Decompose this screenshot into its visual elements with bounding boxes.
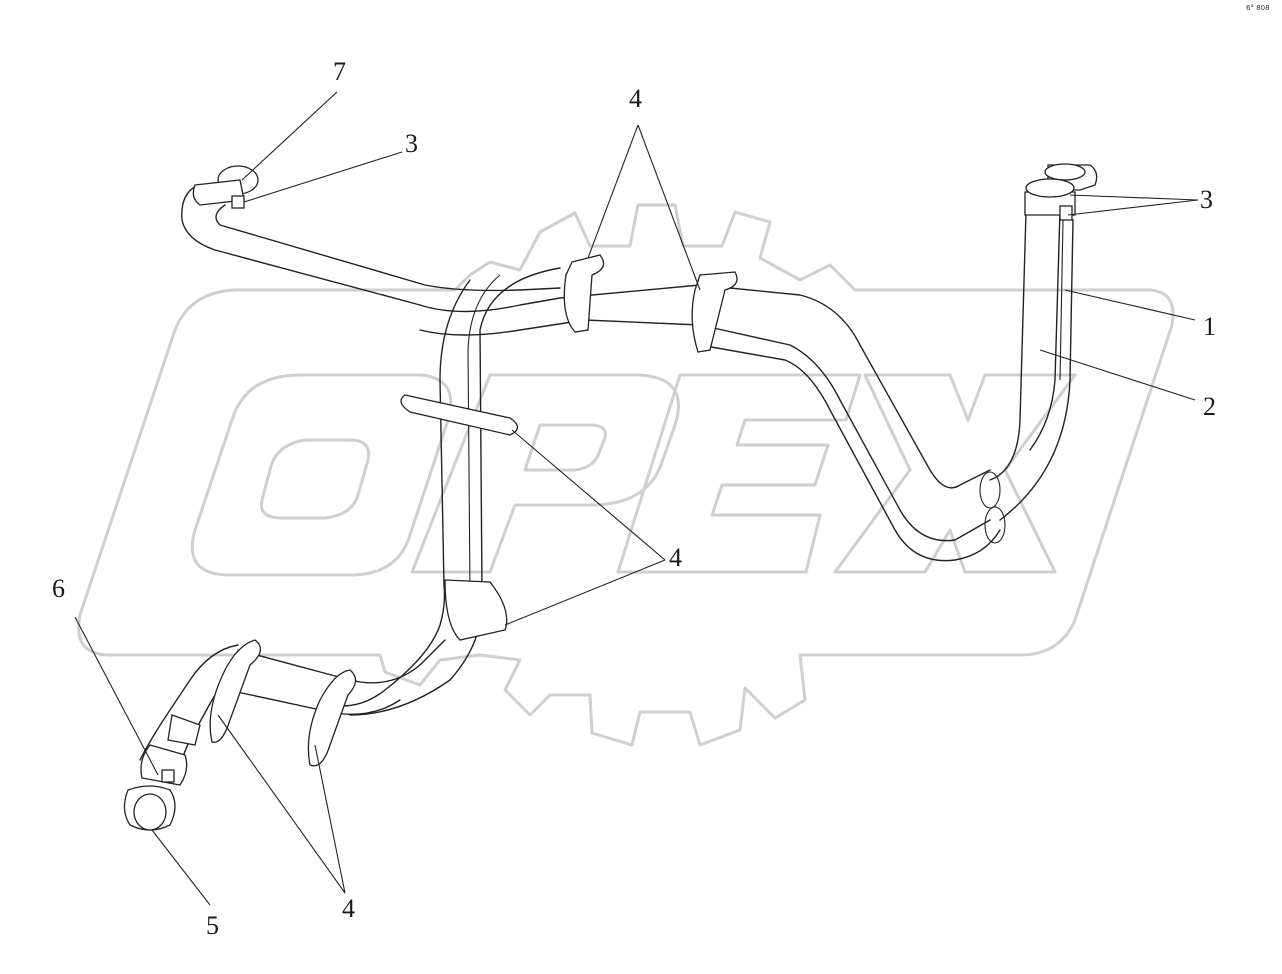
right-fittings bbox=[1024, 163, 1098, 221]
watermark-letter-e bbox=[616, 373, 862, 574]
right-pipe-2 bbox=[999, 219, 1074, 521]
watermark-letter-p bbox=[410, 373, 680, 574]
upper-pipe-bottom-edge bbox=[215, 204, 561, 292]
opex-watermark bbox=[77, 203, 1175, 747]
leader-lines bbox=[74, 91, 1199, 906]
callout-3-left: 3 bbox=[405, 129, 418, 158]
callout-4-middle: 4 bbox=[669, 543, 682, 572]
lower-elbow-outer bbox=[139, 644, 239, 761]
watermark-letter-x bbox=[833, 373, 1077, 574]
right-elbow-2 bbox=[984, 506, 1006, 544]
lower-hose-end bbox=[123, 714, 201, 831]
right-pipe-2-inner bbox=[1059, 219, 1064, 381]
leader-2 bbox=[1039, 349, 1196, 401]
leader-3b-b bbox=[1067, 199, 1199, 216]
callout-4-top: 4 bbox=[629, 84, 642, 113]
upper-pipe-top-edge bbox=[181, 185, 991, 489]
watermark-letter-o bbox=[190, 373, 453, 577]
callout-1: 1 bbox=[1203, 312, 1216, 341]
callout-2: 2 bbox=[1203, 392, 1216, 421]
leader-4bot-a bbox=[217, 714, 346, 894]
leader-4top-b bbox=[637, 124, 701, 291]
right-pipe-1 bbox=[989, 211, 1027, 481]
strap-clamp-mid bbox=[400, 394, 519, 436]
leader-1 bbox=[1064, 289, 1196, 321]
callout-6: 6 bbox=[52, 574, 65, 603]
upper-pipe-inner-edge bbox=[699, 344, 1001, 562]
strap-clamp-top-2 bbox=[691, 271, 738, 353]
strap-clamps bbox=[209, 254, 738, 767]
leader-3b-a bbox=[1069, 194, 1199, 201]
callout-7: 7 bbox=[333, 57, 346, 86]
callout-3-right: 3 bbox=[1200, 185, 1213, 214]
drop-pipe-mid bbox=[467, 274, 501, 591]
top-left-fitting bbox=[192, 165, 259, 209]
upper-pipe-lower-edge bbox=[419, 319, 991, 542]
callout-labels: 7 3 4 3 1 2 4 6 5 4 bbox=[52, 57, 1216, 940]
strap-clamp-right bbox=[307, 669, 357, 767]
drop-pipe-left bbox=[329, 279, 471, 707]
callout-4-bottom: 4 bbox=[342, 894, 355, 923]
lower-pipe-bottom bbox=[227, 689, 401, 715]
leader-4bot-b bbox=[314, 744, 346, 894]
leader-7 bbox=[241, 91, 338, 181]
leader-3a bbox=[243, 151, 403, 203]
right-elbow-1 bbox=[979, 471, 1001, 509]
leader-4top-a bbox=[587, 124, 639, 259]
pipe-assembly bbox=[123, 163, 1098, 831]
strap-clamp-top-1 bbox=[563, 254, 605, 333]
callout-5: 5 bbox=[206, 911, 219, 940]
leader-4mid-b bbox=[504, 559, 666, 626]
leader-5 bbox=[151, 829, 211, 906]
watermark-gear bbox=[77, 203, 1175, 747]
right-pipe-1-inner bbox=[1029, 209, 1061, 451]
leader-4mid-a bbox=[511, 429, 666, 561]
strap-clamp-lower bbox=[444, 579, 508, 641]
leader-6 bbox=[74, 616, 159, 776]
corner-mark: 6° 808 bbox=[1246, 4, 1270, 12]
strap-clamp-left bbox=[209, 639, 262, 743]
